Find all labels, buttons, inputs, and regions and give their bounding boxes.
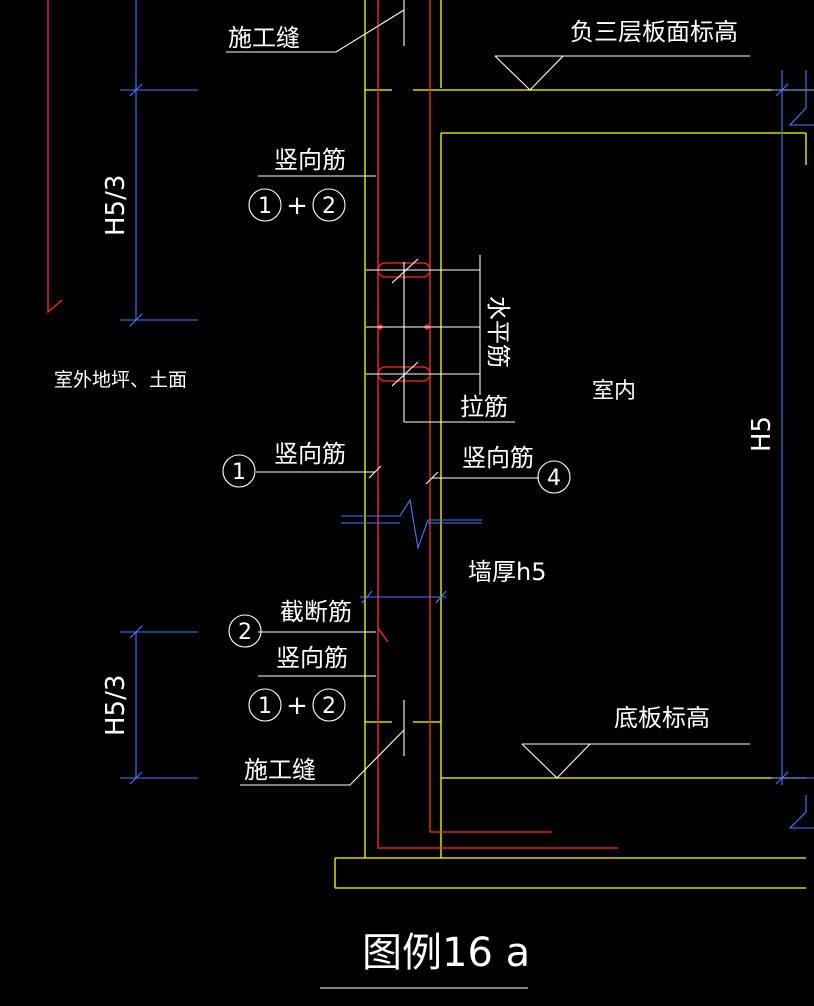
label-outdoor-grade: 室外地坪、土面 bbox=[54, 369, 187, 391]
label-vertical-bar-1: 竖向筋 bbox=[274, 440, 346, 468]
label-vertical-bar-top: 竖向筋 bbox=[274, 146, 346, 174]
label-construction-joint-top: 施工缝 bbox=[228, 24, 300, 52]
label-dim-bottom: H5/3 bbox=[101, 675, 131, 736]
label-construction-joint-bottom: 施工缝 bbox=[244, 756, 316, 784]
marker-number-bar-4: 4 bbox=[547, 466, 561, 491]
leaders bbox=[226, 0, 750, 989]
marker-plus-top: + bbox=[286, 191, 308, 221]
label-dim-height: H5 bbox=[747, 416, 777, 452]
marker-number-bar-2: 2 bbox=[238, 620, 252, 645]
marker-circle-bar-2 bbox=[228, 614, 262, 648]
label-vertical-bar-bottom: 竖向筋 bbox=[276, 644, 348, 672]
label-level-b3-slab: 负三层板面标高 bbox=[570, 18, 738, 46]
figure-title: 图例16 a bbox=[362, 930, 530, 976]
marker-number-bar-1: 1 bbox=[232, 460, 246, 485]
marker-number-1-top: 1 bbox=[258, 194, 272, 219]
marker-number-2-top: 2 bbox=[322, 194, 336, 219]
label-wall-thickness: 墙厚h5 bbox=[468, 558, 546, 586]
label-horizontal-bar: 水平筋 bbox=[484, 296, 512, 368]
marker-circle-1-top bbox=[248, 188, 282, 222]
marker-circle-1-bottom bbox=[248, 688, 282, 722]
marker-plus-bottom: + bbox=[286, 691, 308, 721]
label-indoor: 室内 bbox=[592, 379, 636, 404]
wall-outline bbox=[334, 0, 814, 889]
label-vertical-bar-4: 竖向筋 bbox=[462, 444, 534, 472]
label-cutoff-bar: 截断筋 bbox=[280, 598, 352, 626]
circled-markers bbox=[222, 188, 571, 722]
dimension-lines bbox=[120, 0, 814, 829]
marker-number-1-bottom: 1 bbox=[258, 694, 272, 719]
marker-circle-bar-4 bbox=[537, 460, 571, 494]
label-tie-bar: 拉筋 bbox=[460, 393, 508, 421]
label-dim-top: H5/3 bbox=[101, 175, 131, 236]
marker-circle-2-top bbox=[312, 188, 346, 222]
marker-number-2-bottom: 2 bbox=[322, 694, 336, 719]
marker-circle-bar-1 bbox=[222, 454, 256, 488]
marker-circle-2-bottom bbox=[312, 688, 346, 722]
label-level-base-slab: 底板标高 bbox=[614, 704, 710, 732]
